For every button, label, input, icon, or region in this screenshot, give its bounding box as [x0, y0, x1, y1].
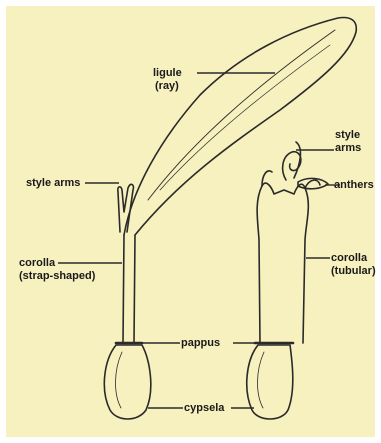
label-corolla-left-type: (strap-shaped) [19, 270, 95, 282]
diagram-background [6, 6, 375, 437]
label-anthers: anthers [334, 179, 374, 191]
label-pappus: pappus [181, 337, 220, 349]
label-ligule: ligule [153, 67, 182, 79]
label-style-arms-right-2: arms [335, 142, 361, 154]
label-style-arms-right: style [335, 129, 360, 141]
label-cypsela: cypsela [184, 402, 224, 414]
label-corolla-left: corolla [19, 257, 55, 269]
label-style-arms-left: style arms [26, 177, 80, 189]
label-corolla-right: corolla [331, 252, 367, 264]
label-ligule-ray: (ray) [155, 80, 179, 92]
label-corolla-right-type: (tubular) [331, 265, 376, 277]
